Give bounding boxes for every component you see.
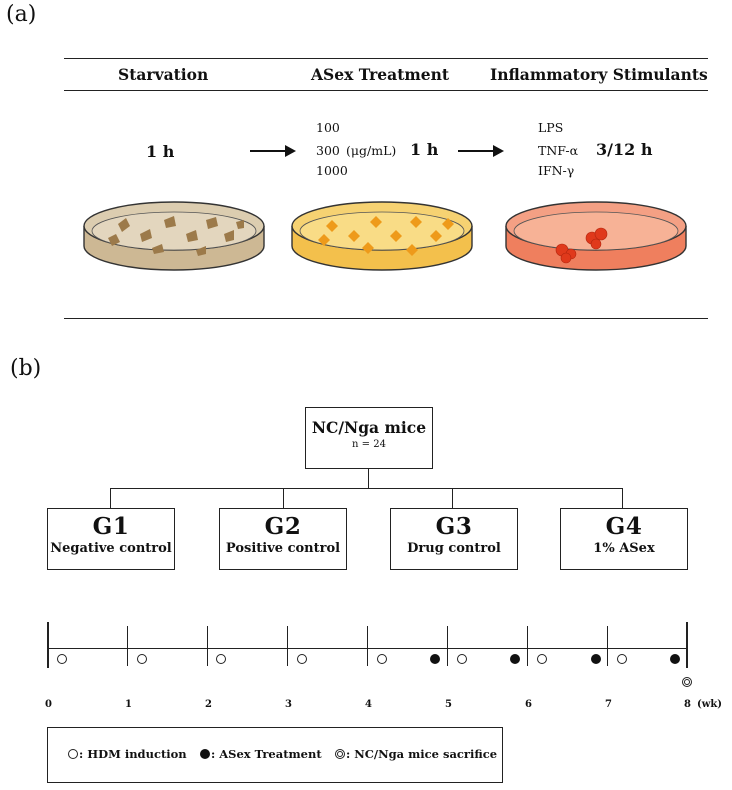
- timeline-tick-4: [367, 626, 369, 666]
- group-desc-g1: Negative control: [50, 541, 172, 556]
- asex-marker: [670, 654, 680, 664]
- header-starvation: Starvation: [118, 65, 209, 84]
- hdm-marker: [137, 654, 147, 664]
- group-desc-g4: 1% ASex: [593, 541, 655, 556]
- root-subtitle: n = 24: [352, 439, 386, 450]
- tree-bar: [110, 488, 622, 490]
- timeline-end-bar: [686, 622, 688, 668]
- legend-sacrifice-icon: [335, 749, 345, 759]
- asex-marker: [430, 654, 440, 664]
- group-box-g2: G2 Positive control: [219, 508, 347, 570]
- tick-label-0: 0: [45, 699, 52, 710]
- hdm-marker: [216, 654, 226, 664]
- bottom-rule: [64, 318, 708, 319]
- asex-conc-1000: 1000: [316, 163, 348, 178]
- panel-b-label: (b): [10, 356, 42, 381]
- group-box-g3: G3 Drug control: [390, 508, 518, 570]
- timeline-tick-1: [127, 626, 129, 666]
- group-desc-g3: Drug control: [407, 541, 501, 556]
- legend-box: : HDM induction : ASex Treatment : NC/Ng…: [47, 727, 503, 783]
- tree-stem: [368, 468, 370, 488]
- stimulant-ifn: IFN-γ: [538, 163, 575, 178]
- asex-unit: (μg/mL): [346, 143, 397, 158]
- timeline-tick-6: [527, 626, 529, 666]
- timeline-tick-7: [607, 626, 609, 666]
- group-box-g4: G4 1% ASex: [560, 508, 688, 570]
- tree-branch-g4: [622, 488, 624, 508]
- tree-branch-g3: [452, 488, 454, 508]
- root-box: NC/Nga mice n = 24: [305, 407, 433, 469]
- timeline-unit: (wk): [697, 699, 722, 710]
- arrow-2: [458, 145, 504, 157]
- legend-asex-label: : ASex Treatment: [211, 747, 322, 761]
- hdm-marker: [617, 654, 627, 664]
- tick-label-7: 7: [605, 699, 612, 710]
- top-rule: [64, 58, 708, 59]
- sacrifice-marker: [682, 677, 692, 687]
- header-asex-treatment: ASex Treatment: [311, 65, 450, 84]
- header-inflammatory-stimulants: Inflammatory Stimulants: [490, 65, 708, 84]
- stimulant-time: 3/12 h: [596, 140, 653, 159]
- starvation-time: 1 h: [146, 142, 175, 161]
- asex-conc-100: 100: [316, 120, 340, 135]
- timeline-tick-3: [287, 626, 289, 666]
- hdm-marker: [57, 654, 67, 664]
- tick-label-6: 6: [525, 699, 532, 710]
- timeline-tick-5: [447, 626, 449, 666]
- legend-hdm-icon: [68, 749, 78, 759]
- group-name-g2: G2: [264, 513, 302, 540]
- petri-dish-starvation: [83, 201, 265, 271]
- tick-label-5: 5: [445, 699, 452, 710]
- stimulant-tnf: TNF-α: [538, 143, 579, 158]
- group-name-g1: G1: [92, 513, 130, 540]
- legend-sacrifice-label: : NC/Nga mice sacrifice: [346, 747, 498, 761]
- panel-a-label: (a): [6, 2, 37, 27]
- tick-label-4: 4: [365, 699, 372, 710]
- arrow-1: [250, 145, 296, 157]
- group-desc-g2: Positive control: [225, 541, 341, 556]
- group-name-g3: G3: [435, 513, 473, 540]
- header-rule: [64, 90, 708, 91]
- timeline-start-bar: [47, 622, 49, 668]
- group-name-g4: G4: [605, 513, 643, 540]
- petri-dish-stimulants: [505, 201, 687, 271]
- stimulant-lps: LPS: [538, 120, 564, 135]
- hdm-marker: [297, 654, 307, 664]
- hdm-marker: [457, 654, 467, 664]
- legend-hdm-label: : HDM induction: [79, 747, 187, 761]
- asex-marker: [591, 654, 601, 664]
- hdm-marker: [537, 654, 547, 664]
- tick-label-1: 1: [125, 699, 132, 710]
- petri-dish-asex: [291, 201, 473, 271]
- tree-branch-g1: [110, 488, 112, 508]
- timeline-tick-2: [207, 626, 209, 666]
- hdm-marker: [377, 654, 387, 664]
- root-title: NC/Nga mice: [311, 418, 427, 437]
- asex-conc-300: 300: [316, 143, 340, 158]
- asex-time: 1 h: [410, 140, 439, 159]
- asex-marker: [510, 654, 520, 664]
- tick-label-2: 2: [205, 699, 212, 710]
- group-box-g1: G1 Negative control: [47, 508, 175, 570]
- legend-asex-icon: [200, 749, 210, 759]
- tick-label-3: 3: [285, 699, 292, 710]
- tree-branch-g2: [283, 488, 285, 508]
- tick-label-8: 8: [684, 699, 691, 710]
